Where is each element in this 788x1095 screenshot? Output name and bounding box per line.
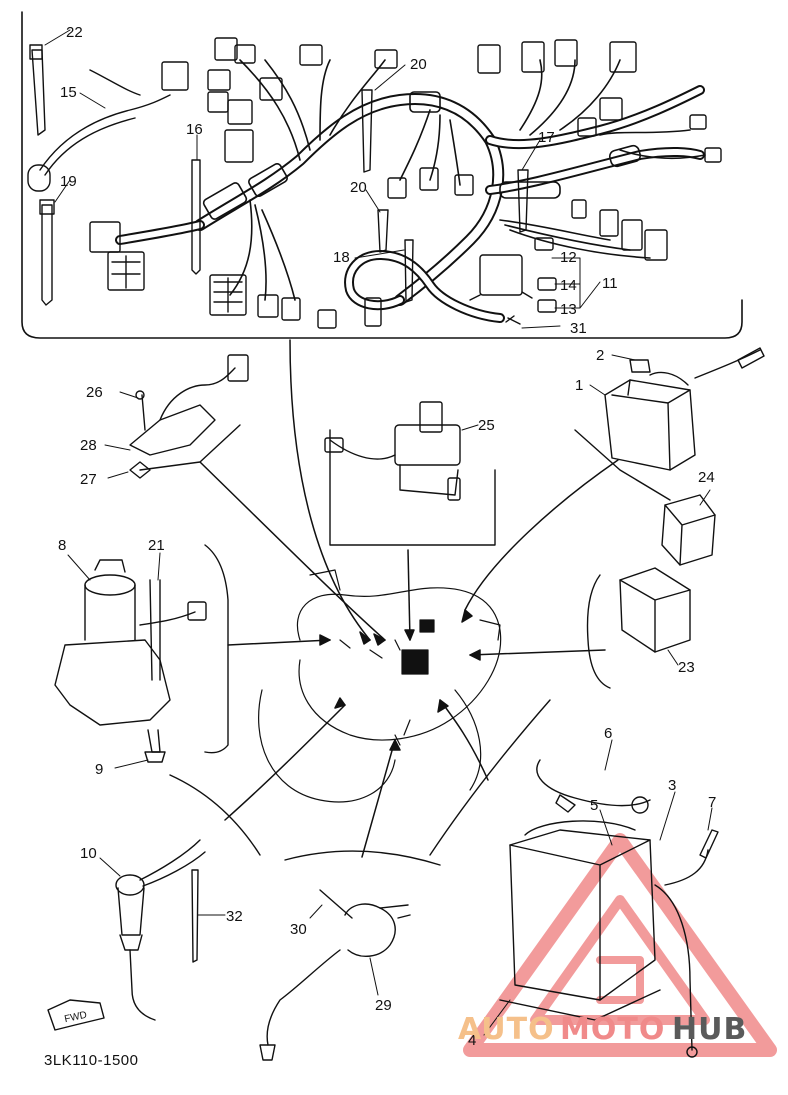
harness-connectors [89,37,722,329]
callout-7: 7 [708,794,716,811]
watermark-triangle [463,833,777,1057]
ignition-coil [604,347,765,471]
top-group-bracket [21,11,743,339]
callout-29: 29 [375,997,392,1014]
callout-27: 27 [80,471,97,488]
callout-19: 19 [60,173,77,190]
callout-1: 1 [575,377,583,394]
callout-11: 11 [602,275,618,292]
callout-14: 14 [560,277,577,294]
watermark-hub: HUB [672,1012,748,1047]
callout-12: 12 [560,249,577,266]
callout-31: 31 [570,320,587,337]
callout-28: 28 [80,437,97,454]
sidestand-switch [259,889,411,1061]
main-harness [115,59,706,323]
callout-24: 24 [698,469,715,486]
watermark-auto: AUTO [458,1012,555,1047]
frame-outline [258,569,502,803]
callout-30: 30 [290,921,307,938]
callout-5: 5 [590,797,598,814]
callout-4: 4 [468,1032,476,1049]
callout-leaders [44,29,713,1036]
fwd-label: FWD [63,1010,88,1025]
cable-ties [27,44,529,306]
relay-25 [324,401,461,501]
group-brackets [139,424,671,866]
ignition-switch [54,559,207,763]
bracket-assembly [129,354,249,479]
callout-20-top: 20 [410,56,427,73]
callout-22: 22 [66,24,83,41]
callout-13: 13 [560,301,577,318]
callout-25: 25 [478,417,495,434]
callout-6: 6 [604,725,612,742]
diagram-code: 3LK110-1500 [44,1052,139,1069]
battery-assembly [499,759,719,1058]
callout-10: 10 [80,845,97,862]
callout-2: 2 [596,347,604,364]
callout-8: 8 [58,537,66,554]
callout-9: 9 [95,761,103,778]
callout-18: 18 [333,249,350,266]
callout-17: 17 [538,129,555,146]
callout-32: 32 [226,908,243,925]
callout-16: 16 [186,121,203,138]
callout-15: 15 [60,84,77,101]
callout-21: 21 [148,537,165,554]
callout-3: 3 [668,777,676,794]
relays-23-24 [619,494,716,653]
callout-23: 23 [678,659,695,676]
callout-numbers: 22 15 19 16 20 20 18 17 12 14 13 11 31 2… [58,24,716,1049]
callout-26: 26 [86,384,103,401]
neutral-switch [47,839,206,1031]
watermark-moto: MOTO [560,1012,666,1047]
leader-lines [199,339,619,858]
callout-20-mid: 20 [350,179,367,196]
